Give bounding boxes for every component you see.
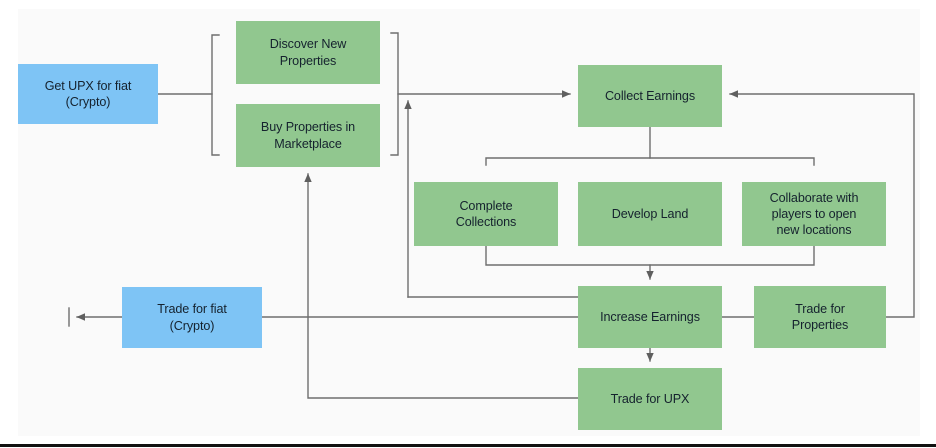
bracket-acquisition-left	[211, 34, 220, 156]
node-discover-new-properties[interactable]: Discover New Properties	[236, 21, 380, 84]
node-complete-collections[interactable]: Complete Collections	[414, 182, 558, 246]
node-collect-earnings[interactable]: Collect Earnings	[578, 65, 722, 127]
node-trade-for-properties-line2: Properties	[791, 318, 849, 332]
node-collaborate-with-players[interactable]: Collaborate with players to open new loc…	[742, 182, 886, 246]
node-collaborate-with-players-line2: players to open	[771, 206, 857, 221]
node-complete-collections-line1: Complete	[459, 198, 513, 213]
node-get-upx-line2: (Crypto)	[65, 95, 111, 109]
node-get-upx-line1: Get UPX for fiat	[44, 78, 132, 93]
bracket-activities-bottom	[485, 245, 815, 266]
node-buy-properties-marketplace-line2: Marketplace	[274, 136, 342, 151]
bottom-rule	[0, 444, 936, 447]
node-increase-earnings[interactable]: Increase Earnings	[578, 286, 722, 348]
edge-trade-upx-to-buy-properties	[304, 173, 579, 399]
node-collaborate-with-players-line1: Collaborate with	[769, 190, 859, 205]
node-get-upx[interactable]: Get UPX for fiat (Crypto)	[18, 64, 158, 124]
node-collect-earnings-label: Collect Earnings	[604, 88, 696, 103]
node-trade-for-fiat-line2: (Crypto)	[169, 318, 215, 333]
node-develop-land[interactable]: Develop Land	[578, 182, 722, 246]
node-discover-new-properties-line2: Properties	[279, 53, 337, 68]
bracket-acquisition-right	[390, 32, 399, 156]
node-trade-for-properties[interactable]: Trade for Properties	[754, 286, 886, 348]
edge-trade-properties-return	[729, 90, 915, 318]
node-buy-properties-marketplace[interactable]: Buy Properties in Marketplace	[236, 104, 380, 167]
node-trade-for-upx-label: Trade for UPX	[610, 391, 690, 406]
node-discover-new-properties-line1: Discover New	[269, 37, 347, 52]
node-complete-collections-line2: Collections	[455, 215, 517, 229]
node-trade-for-upx[interactable]: Trade for UPX	[578, 368, 722, 430]
node-trade-for-properties-line1: Trade for	[795, 301, 845, 316]
node-buy-properties-marketplace-line1: Buy Properties in	[260, 120, 356, 135]
bracket-activities-top	[485, 157, 815, 166]
node-trade-for-fiat[interactable]: Trade for fiat (Crypto)	[122, 287, 262, 348]
node-develop-land-label: Develop Land	[611, 206, 689, 221]
node-increase-earnings-label: Increase Earnings	[600, 309, 700, 324]
node-collaborate-with-players-line3: new locations	[776, 223, 852, 238]
node-trade-for-fiat-line1: Trade for fiat	[157, 302, 227, 317]
